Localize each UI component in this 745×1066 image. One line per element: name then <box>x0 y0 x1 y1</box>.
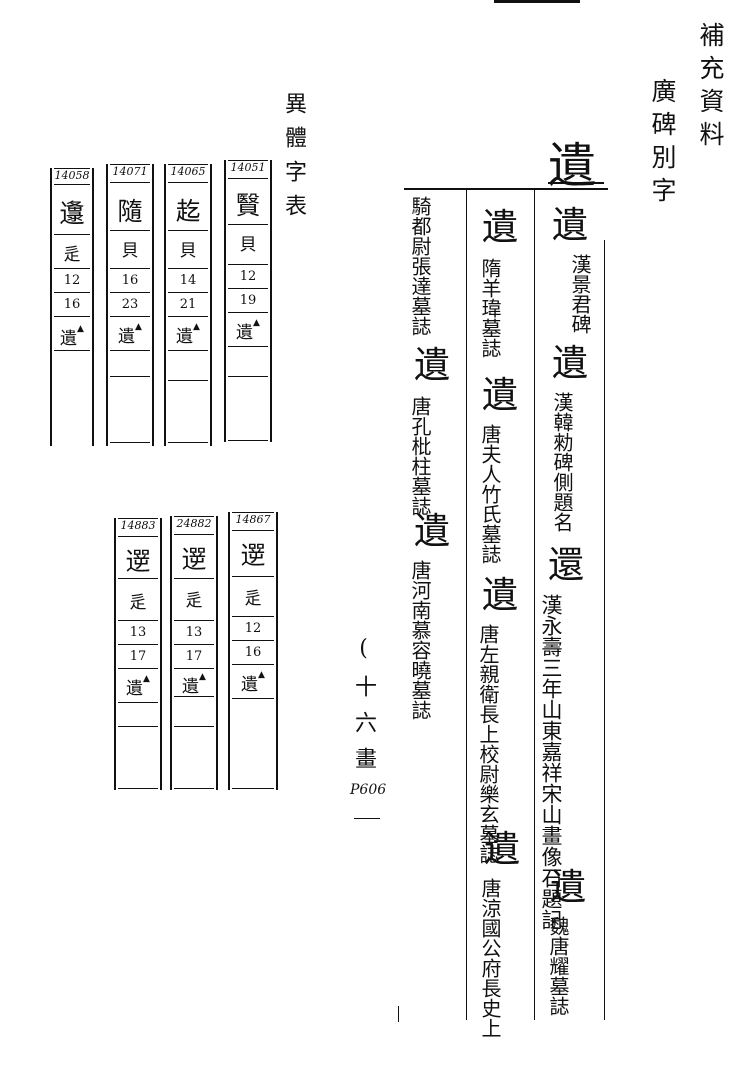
main-character: 遺 <box>548 138 597 194</box>
card-radical: 貝 <box>121 241 139 261</box>
column-divider <box>604 240 605 1020</box>
card-number-1: 12 <box>63 273 81 288</box>
triangle-icon: ▲ <box>193 322 200 332</box>
variant-char: 遺 <box>552 343 589 384</box>
card-char: 遺 <box>236 323 254 343</box>
card-number: 14883 <box>120 519 156 532</box>
card-number-2: 17 <box>129 649 147 664</box>
variant-source: 唐左親衛長上校尉樂玄墓誌 <box>476 624 500 864</box>
triangle-icon: ▲ <box>199 672 206 682</box>
card: 24882 遻 辵 13 17 遺▲ <box>170 516 218 790</box>
variant-source: 騎都尉張達墓誌 <box>408 196 432 336</box>
card-char: 遺 <box>60 329 78 349</box>
card-number-1: 14 <box>179 273 197 288</box>
column-divider <box>534 190 535 1020</box>
card: 14051 贀 貝 12 19 遺▲ <box>224 160 272 442</box>
table-title: 異體字表 <box>281 92 306 228</box>
card-head-char: 遻 <box>181 545 207 574</box>
card-radical: 辵 <box>244 589 262 609</box>
card-number-2: 17 <box>185 649 203 664</box>
supplement-label: 補充資料 <box>696 22 725 154</box>
card-number: 14867 <box>235 513 271 526</box>
variant-source: 魏唐耀墓誌 <box>546 916 570 1016</box>
variant-char: 遺 <box>414 345 451 386</box>
card-number-2: 16 <box>63 297 81 312</box>
card: 14867 遻 辵 12 16 遺▲ <box>228 512 278 790</box>
triangle-icon: ▲ <box>253 318 260 328</box>
card-radical: 辵 <box>129 593 147 613</box>
card-number-2: 16 <box>244 645 262 660</box>
variant-char: 遺 <box>482 375 519 416</box>
triangle-icon: ▲ <box>135 322 142 332</box>
triangle-icon: ▲ <box>77 324 84 334</box>
variant-char: 遺 <box>550 867 587 908</box>
card-number: 14058 <box>54 169 90 182</box>
card: 14883 遻 辵 13 17 遺▲ <box>114 518 162 790</box>
card-number-1: 12 <box>239 269 257 284</box>
triangle-icon: ▲ <box>258 670 265 680</box>
card: 14058 邍 辵 12 16 遺▲ <box>50 168 94 446</box>
variant-source: 唐夫人竹氏墓誌 <box>478 424 502 564</box>
card-radical: 貝 <box>179 241 197 261</box>
variant-source: 漢韓勑碑側題名 <box>550 392 574 532</box>
card-char: 遺 <box>241 675 259 695</box>
card-number-2: 21 <box>179 297 197 312</box>
card: 14065 䞘 貝 14 21 遺▲ <box>164 164 212 446</box>
variant-source: 唐涼國公府長史上 <box>478 878 502 1038</box>
variant-char: 遺 <box>414 511 451 552</box>
variant-source: 漢永壽三年山東嘉祥宋山畫像石題記 <box>539 594 563 930</box>
card-head-char: 贀 <box>235 191 261 220</box>
variant-char: 遺 <box>484 829 521 870</box>
variant-char: 遺 <box>482 575 519 616</box>
card-number: 14071 <box>112 165 148 178</box>
variant-source: 唐河南慕容曉墓誌 <box>408 560 432 720</box>
card-head-char: 䞘 <box>175 197 201 226</box>
table-top-rule <box>404 188 608 190</box>
card-radical: 辵 <box>185 591 203 611</box>
card-head-char: 邍 <box>59 199 85 228</box>
card-char: 遺 <box>118 327 136 347</box>
card: 14071 隨 貝 16 23 遺▲ <box>106 164 154 446</box>
card-head-char: 隨 <box>117 197 143 226</box>
page-ref: P606 <box>350 782 387 798</box>
variant-source: 隋羊瑋墓誌 <box>478 258 502 358</box>
card-char: 遺 <box>176 327 194 347</box>
card-number-1: 16 <box>121 273 139 288</box>
source-title: 廣碑別字 <box>648 78 677 210</box>
card-number: 14051 <box>230 161 266 174</box>
variant-char: 遺 <box>552 205 589 246</box>
card-radical: 辵 <box>63 245 81 265</box>
margin-note: (十六畫 <box>351 636 376 783</box>
column-divider <box>466 190 467 1020</box>
variant-char: 遺 <box>482 207 519 248</box>
card-head-char: 遻 <box>240 541 266 570</box>
card-number-2: 23 <box>121 297 139 312</box>
variant-source: 唐孔枇柱墓誌 <box>408 396 432 516</box>
card-number-1: 13 <box>185 625 203 640</box>
card-char: 遺 <box>182 677 200 697</box>
triangle-icon: ▲ <box>143 674 150 684</box>
variant-source: 漢景君碑 <box>568 254 592 334</box>
card-number: 14065 <box>170 165 206 178</box>
card-head-char: 遻 <box>125 547 151 576</box>
card-number-2: 19 <box>239 293 257 308</box>
card-number-1: 13 <box>129 625 147 640</box>
variant-char: 還 <box>548 545 585 586</box>
card-number-1: 12 <box>244 621 262 636</box>
card-char: 遺 <box>126 679 144 699</box>
card-number: 24882 <box>176 517 212 530</box>
card-radical: 貝 <box>239 235 257 255</box>
